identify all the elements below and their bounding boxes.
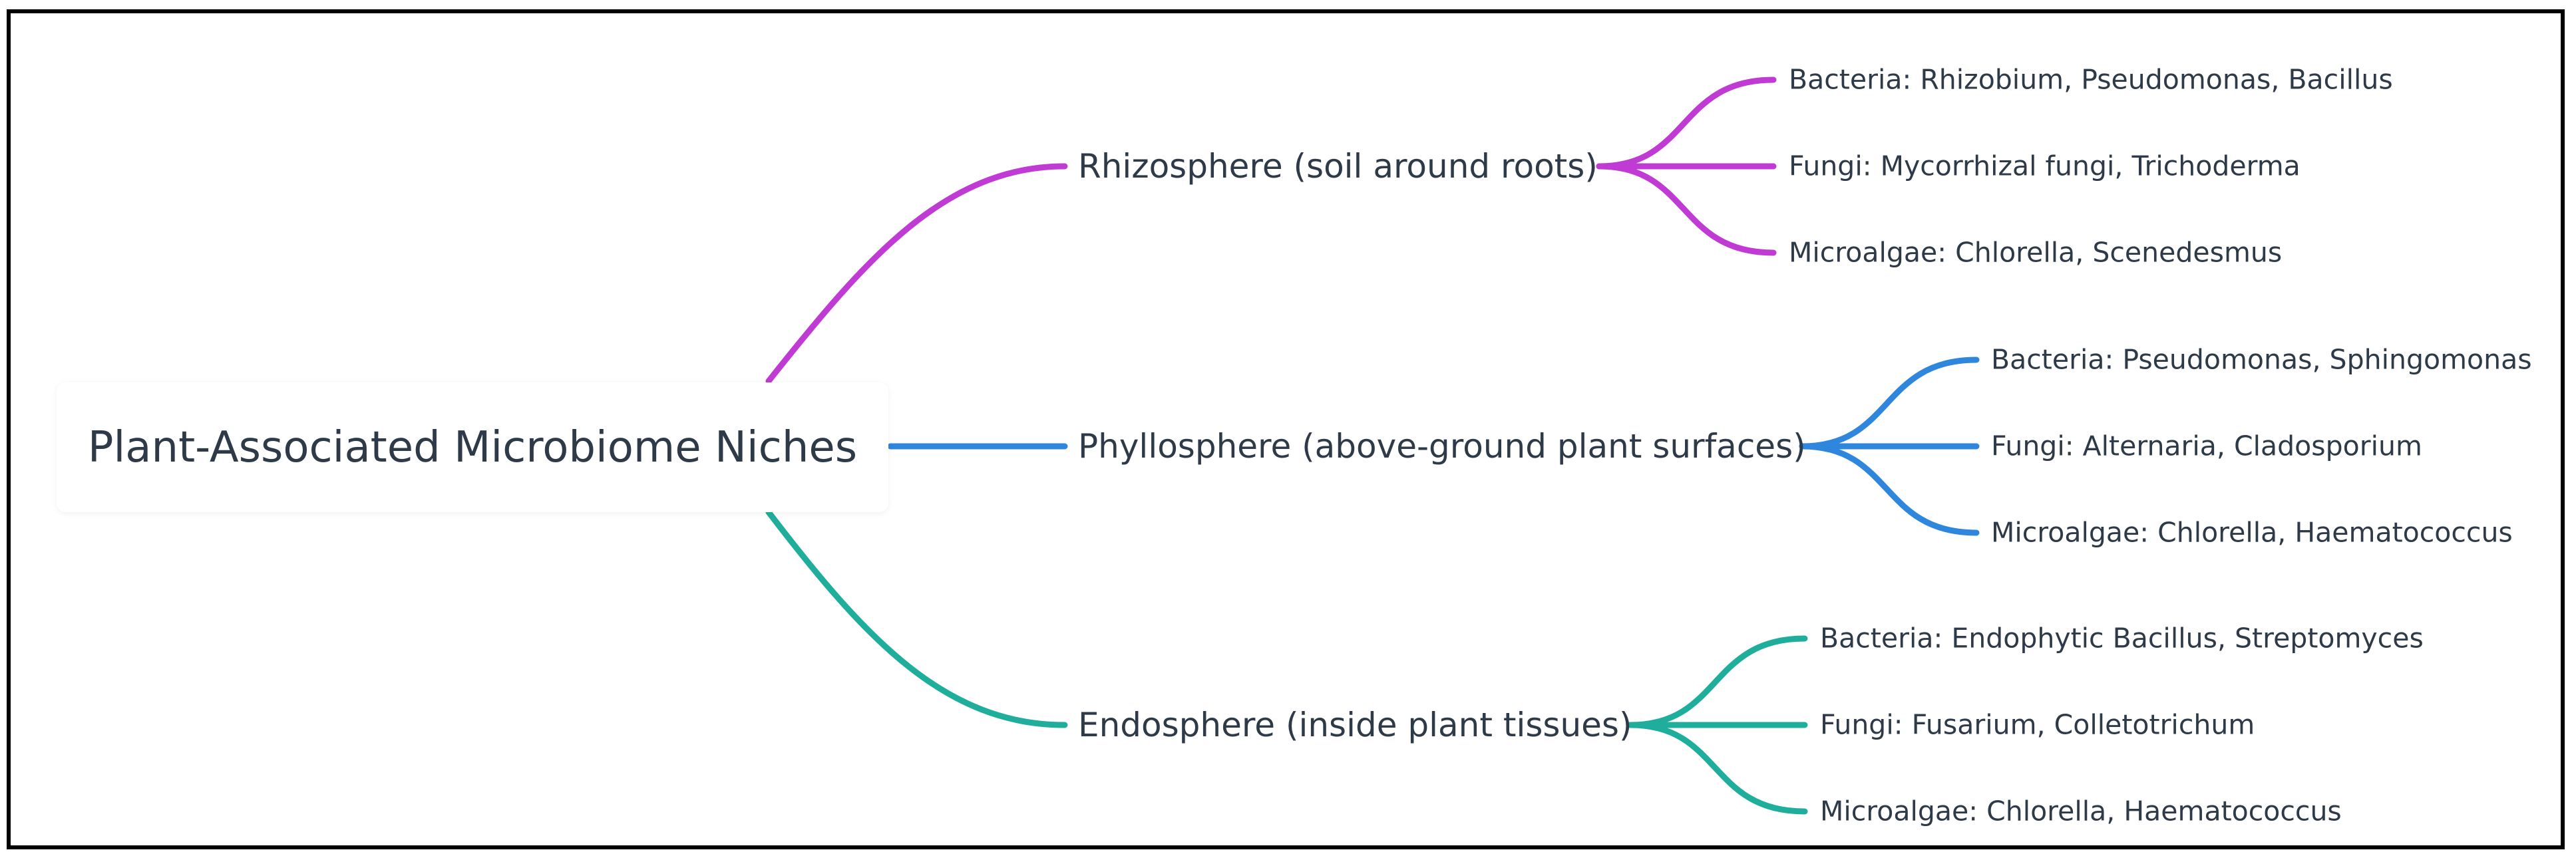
connector-root-rhizosphere — [765, 163, 1068, 384]
connector-endosphere-leaf-1 — [1627, 635, 1808, 728]
leaf-phyllosphere-fungi[interactable]: Fungi: Alternaria, Cladosporium — [1991, 430, 2422, 462]
branch-rhizosphere[interactable]: Rhizosphere (soil around roots) — [1078, 147, 1598, 186]
leaf-rhizosphere-fungi[interactable]: Fungi: Mycorrhizal fungi, Trichoderma — [1789, 150, 2300, 182]
connector-phyllosphere-leaf-3 — [1799, 443, 1980, 536]
connector-rhizosphere-leaf-1 — [1596, 76, 1777, 170]
connector-root-endosphere — [765, 509, 1068, 728]
diagram-frame — [7, 9, 2565, 849]
leaf-endosphere-bacteria[interactable]: Bacteria: Endophytic Bacillus, Streptomy… — [1820, 622, 2424, 654]
branch-phyllosphere[interactable]: Phyllosphere (above-ground plant surface… — [1078, 427, 1806, 466]
connector-endosphere-leaf-3 — [1627, 722, 1808, 815]
leaf-rhizosphere-microalgae[interactable]: Microalgae: Chlorella, Scenedesmus — [1789, 236, 2283, 269]
leaf-endosphere-fungi[interactable]: Fungi: Fusarium, Colletotrichum — [1820, 708, 2255, 741]
leaf-phyllosphere-bacteria[interactable]: Bacteria: Pseudomonas, Sphingomonas — [1991, 343, 2532, 376]
connector-phyllosphere-leaf-1 — [1799, 357, 1980, 450]
leaf-phyllosphere-microalgae[interactable]: Microalgae: Chlorella, Haematococcus — [1991, 516, 2513, 549]
root-node[interactable]: Plant-Associated Microbiome Niches — [57, 382, 888, 512]
leaf-rhizosphere-bacteria[interactable]: Bacteria: Rhizobium, Pseudomonas, Bacill… — [1789, 63, 2393, 96]
branch-endosphere[interactable]: Endosphere (inside plant tissues) — [1078, 706, 1632, 744]
root-node-label: Plant-Associated Microbiome Niches — [87, 422, 858, 472]
connector-rhizosphere-leaf-3 — [1596, 163, 1777, 256]
leaf-endosphere-microalgae[interactable]: Microalgae: Chlorella, Haematococcus — [1820, 795, 2342, 827]
